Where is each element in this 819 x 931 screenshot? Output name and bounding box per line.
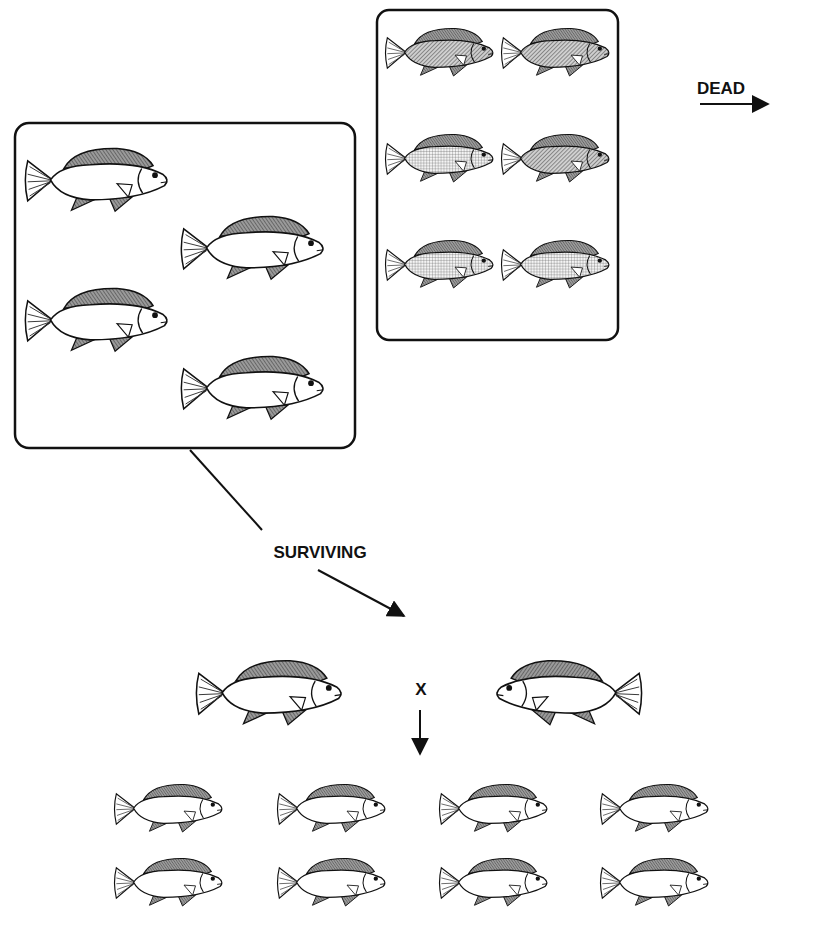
offspring-fish <box>440 784 548 832</box>
offspring-fish <box>601 858 709 906</box>
dead-label: DEAD <box>695 80 747 99</box>
offspring-fish <box>278 784 386 832</box>
grid-fish <box>386 134 494 182</box>
parent-fish <box>497 661 642 725</box>
leader-line <box>190 450 262 530</box>
survivor-box <box>15 123 355 448</box>
hatched-fish <box>386 28 494 76</box>
offspring-fish <box>440 858 548 906</box>
hatched-fish <box>502 134 610 182</box>
surviving-arrow <box>318 570 404 616</box>
white-fish <box>181 217 323 280</box>
offspring-fish <box>278 858 386 906</box>
offspring-fish <box>115 784 223 832</box>
dead-arrow <box>700 103 768 105</box>
cross-symbol: X <box>413 681 428 700</box>
grid-fish <box>502 240 610 288</box>
white-fish <box>25 149 167 212</box>
offspring-fish <box>115 858 223 906</box>
offspring-fish <box>601 784 709 832</box>
offspring-arrow <box>419 710 421 754</box>
surviving-label: SURVIVING <box>271 544 368 563</box>
parent-fish <box>196 661 341 725</box>
white-fish <box>181 357 323 420</box>
hatched-fish <box>502 28 610 76</box>
dead-box <box>377 10 618 340</box>
grid-fish <box>386 240 494 288</box>
white-fish <box>25 289 167 352</box>
